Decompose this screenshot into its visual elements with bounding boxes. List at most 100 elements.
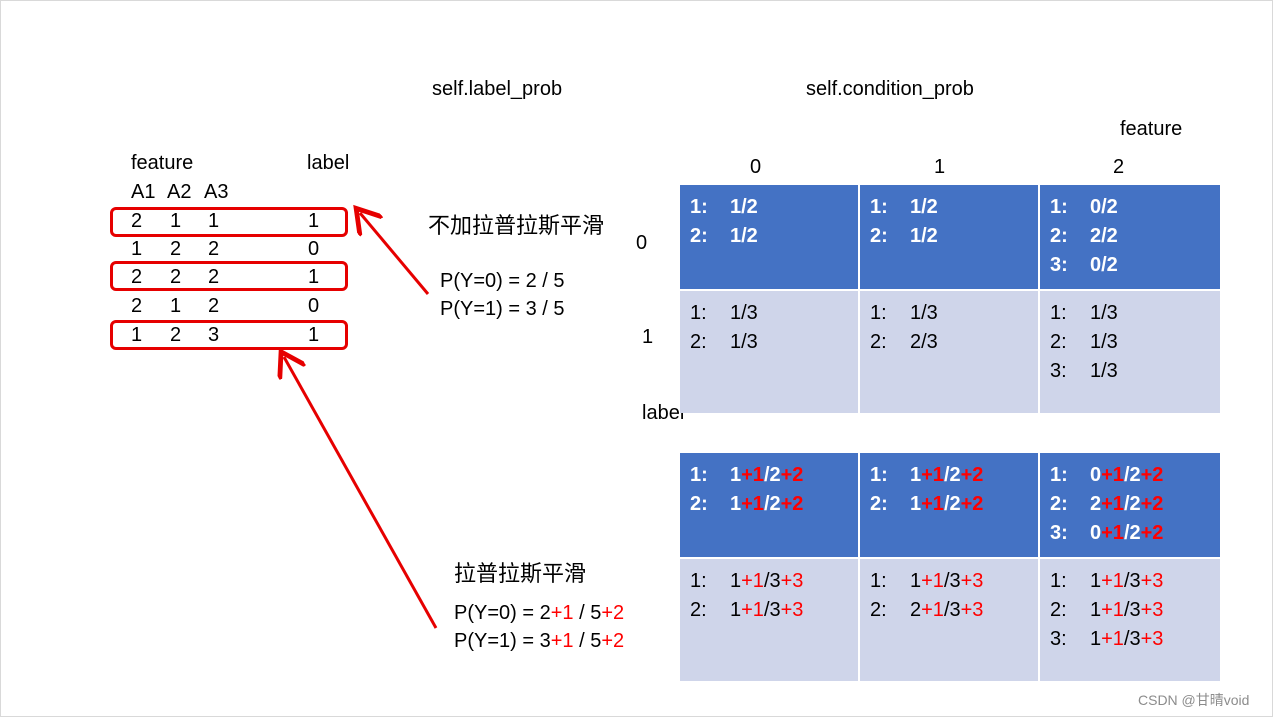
cell-key: 1: [870, 302, 887, 324]
cell-line: 1:1+1/3+3 [1050, 567, 1210, 596]
cell-value-a: 1 [1090, 628, 1102, 650]
cell-line: 2:1+1/2+2 [870, 490, 1028, 519]
cell-key: 1: [870, 464, 888, 486]
cell-key: 1: [690, 464, 708, 486]
cell-value-c: /3 [1123, 628, 1141, 650]
cell-value-b: +1 [741, 599, 764, 621]
cell-value: 1/3 [1090, 302, 1118, 324]
cell-a3: 1 [208, 210, 220, 232]
cell-a3: 2 [208, 295, 220, 317]
cell-value-d: +3 [960, 599, 984, 621]
smoothing-title: 拉普拉斯平滑 [454, 561, 587, 586]
col-header-0: 0 [750, 156, 762, 178]
row-header-1: 1 [642, 326, 654, 348]
cell-key: 2: [1050, 599, 1067, 621]
cell-line: 2:2/3 [870, 328, 1028, 357]
cell-value-d: +2 [780, 464, 804, 486]
cell-value-d: +2 [1140, 464, 1164, 486]
dataset-col-a3: A3 [204, 181, 229, 203]
cell-value-d: +3 [1140, 628, 1164, 650]
cell-line: 1:1/3 [690, 299, 848, 328]
cell-line: 1:1/2 [690, 193, 848, 222]
feature-axis-label: feature [1120, 118, 1183, 140]
condition-prob-header: self.condition_prob [806, 78, 974, 100]
cell-a2: 2 [170, 238, 182, 260]
cell-value-d: +3 [1140, 599, 1164, 621]
table1-cell: 1:1/3 2: 1/3 [680, 291, 858, 413]
cell-value-d: +3 [960, 570, 984, 592]
cell-line: 3:0+1/2+2 [1050, 519, 1210, 548]
cell-value-c: /3 [763, 570, 781, 592]
cell-value-b: +1 [921, 464, 944, 486]
cell-key: 2: [870, 225, 888, 247]
cell-a3: 2 [208, 266, 220, 288]
cell-key: 3: [1050, 254, 1068, 276]
cell-a2: 1 [170, 295, 182, 317]
cell-line: 2:1/2 [690, 222, 848, 251]
cell-value-c: /3 [943, 599, 961, 621]
cell-line: 2:2+1/2+2 [1050, 490, 1210, 519]
cell-label: 1 [308, 324, 320, 346]
smoothing-p0-d: +2 [601, 602, 625, 624]
cell-value-c: /3 [1123, 570, 1141, 592]
cell-value-a: 1 [730, 570, 742, 592]
cell-key: 2: [870, 599, 887, 621]
cell-key: 1: [690, 302, 707, 324]
cell-line: 1:1/3 [870, 299, 1028, 328]
cell-value-d: +2 [780, 493, 804, 515]
label-prob-header: self.label_prob [432, 78, 563, 100]
cell-key: 2: [870, 331, 887, 353]
watermark: CSDN @甘晴void [1138, 692, 1250, 708]
cell-a1: 1 [131, 238, 143, 260]
col-header-1: 1 [934, 156, 946, 178]
cell-value: 1/3 [1090, 331, 1118, 353]
cell-value: 1/2 [910, 225, 938, 247]
highlight-row-1 [110, 207, 348, 237]
cell-key: 3: [1050, 628, 1067, 650]
cell-value-c: /3 [943, 570, 961, 592]
cell-value-c: /2 [1123, 493, 1141, 515]
cell-value: 1/2 [730, 196, 758, 218]
smoothing-p1-d: +2 [601, 630, 625, 652]
cell-value-d: +2 [1140, 493, 1164, 515]
cell-value-b: +1 [921, 493, 944, 515]
cell-key: 2: [690, 493, 708, 515]
cell-key: 1: [870, 570, 887, 592]
cell-key: 2: [1050, 225, 1068, 247]
arrow-to-highlights [360, 213, 430, 295]
cell-value-b: +1 [921, 599, 944, 621]
cell-value-d: +2 [960, 493, 984, 515]
dataset-label-header: label [307, 152, 350, 174]
cell-value-d: +2 [960, 464, 984, 486]
cell-value-b: +1 [741, 570, 764, 592]
cell-key: 2: [690, 331, 707, 353]
smoothing-p1: P(Y=1) = 3+1 / 5+2 [454, 630, 624, 653]
cell-value-c: /2 [1123, 522, 1141, 544]
cell-value-b: +1 [1101, 570, 1124, 592]
cell-value-a: 1 [730, 599, 742, 621]
cell-value-c: /3 [763, 599, 781, 621]
cell-line: 2:2+1/3+3 [870, 596, 1028, 625]
cell-line: 1:1+1/2+2 [870, 461, 1028, 490]
cell-key: 2: [1050, 493, 1068, 515]
cell-key: 1: [1050, 302, 1067, 324]
cell-label: 1 [308, 210, 320, 232]
cell-value-b: +1 [1101, 628, 1124, 650]
cell-line: 3: 1+1/3+3 [1050, 625, 1210, 654]
cell-a2: 1 [170, 210, 182, 232]
cell-line: 2:1+1/2+2 [690, 490, 848, 519]
dataset-col-a1: A1 [131, 181, 156, 203]
cell-key: 1: [1050, 464, 1068, 486]
cell-line: 3:1/3 [1050, 357, 1210, 386]
cell-a1: 1 [131, 324, 143, 346]
cell-line: 2: 1/2 [870, 222, 1028, 251]
cell-value: 1/3 [730, 331, 758, 353]
cell-key: 1: [870, 196, 888, 218]
cell-value-a: 2 [1090, 493, 1102, 515]
cell-value-c: /2 [763, 493, 781, 515]
